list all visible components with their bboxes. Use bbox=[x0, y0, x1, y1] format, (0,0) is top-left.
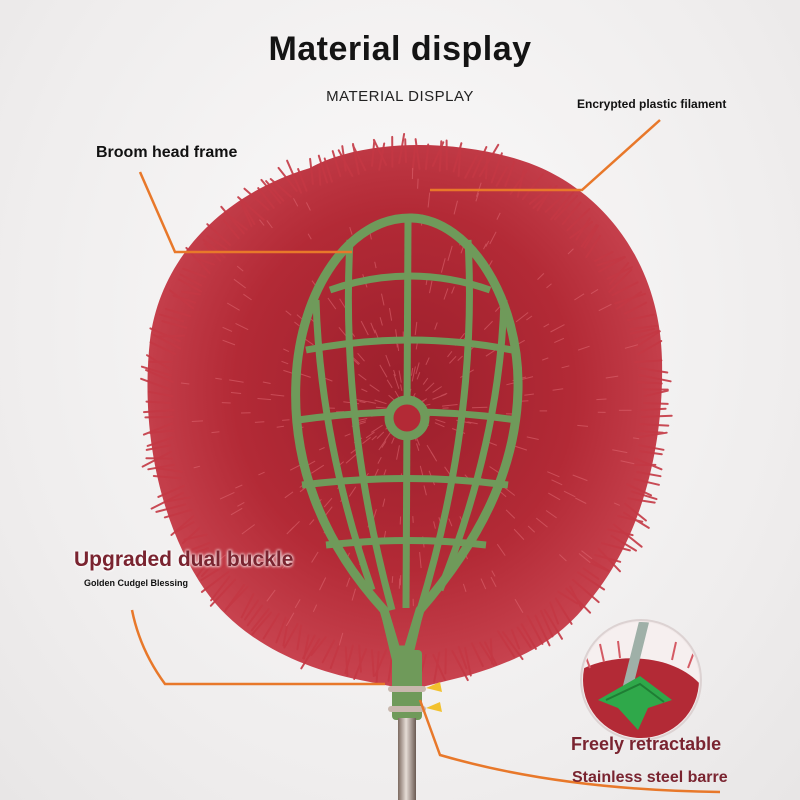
callout-steel-label: Stainless steel barre bbox=[572, 769, 728, 786]
steel-pole bbox=[398, 718, 416, 800]
callout-blessing-label: Golden Cudgel Blessing bbox=[84, 578, 189, 588]
inset-detail bbox=[580, 619, 702, 741]
callout-frame-label: Broom head frame bbox=[96, 144, 238, 161]
callout-lines bbox=[130, 119, 721, 794]
dual-buckle bbox=[388, 650, 442, 720]
callout-retract-label: Freely retractable bbox=[571, 734, 722, 754]
page-subtitle: MATERIAL DISPLAY bbox=[326, 88, 474, 105]
callout-buckle-label: Upgraded dual buckle bbox=[74, 548, 294, 571]
page-title: Material display bbox=[268, 30, 532, 68]
callout-filament-label: Encrypted plastic filament bbox=[577, 97, 727, 111]
